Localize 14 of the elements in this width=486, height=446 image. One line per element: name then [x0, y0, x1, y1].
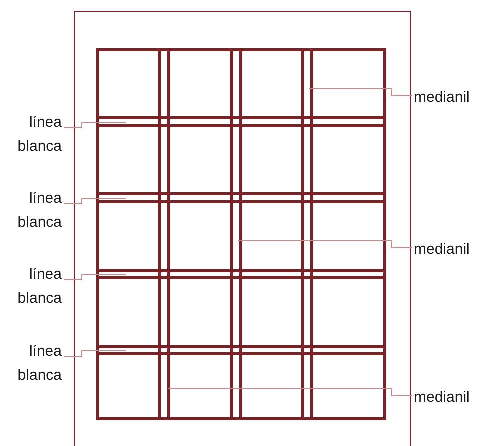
callout-label: línea blanca: [18, 114, 62, 155]
leader-line: [64, 274, 126, 280]
callout-label: línea blanca: [18, 190, 62, 231]
leader-line: [64, 350, 126, 358]
leader-line: [238, 240, 412, 248]
callout-label: medianil: [414, 389, 470, 406]
leader-line: [64, 198, 126, 204]
callout-label: medianil: [414, 241, 470, 258]
leader-line: [64, 122, 126, 128]
leader-line: [308, 88, 412, 96]
callout-label: línea blanca: [18, 266, 62, 307]
callout-label: medianil: [414, 89, 470, 106]
leader-line: [168, 388, 412, 396]
callout-label: línea blanca: [18, 343, 62, 384]
